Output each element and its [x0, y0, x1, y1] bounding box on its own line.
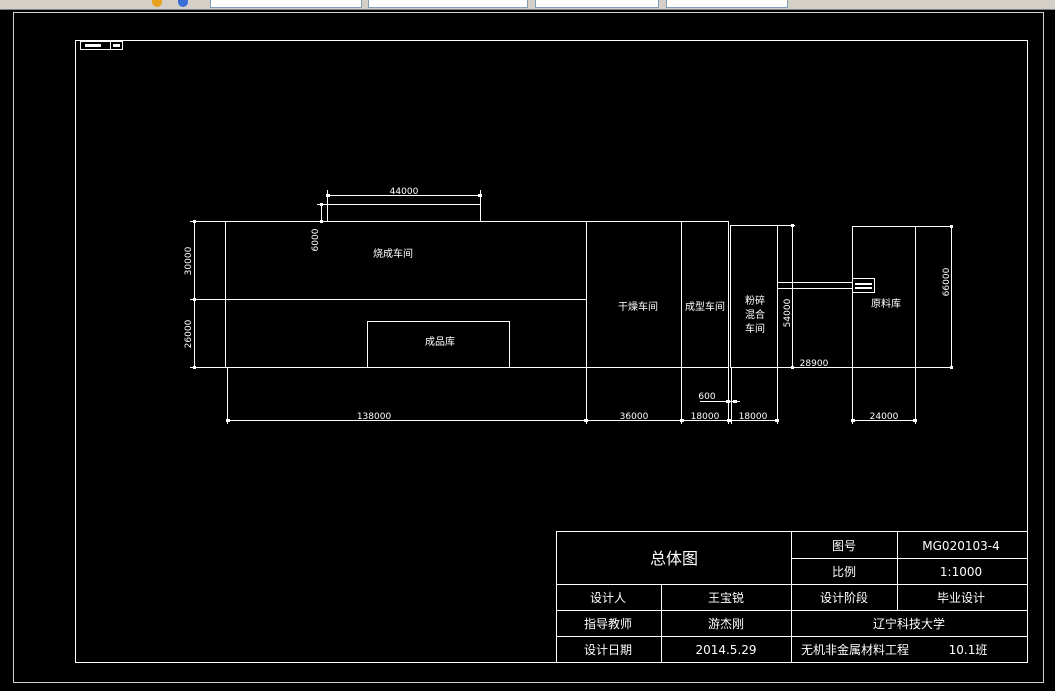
crushing-block: [730, 225, 778, 368]
scale-label: 比例: [832, 565, 856, 579]
tick-6: [226, 419, 230, 422]
major-value: 无机非金属材料工程: [801, 642, 909, 657]
tick-13: [791, 224, 794, 227]
tick-3: [193, 220, 196, 223]
tick-12: [913, 419, 917, 422]
stage-label: 设计阶段: [820, 590, 868, 605]
drawing-no-label: 图号: [832, 539, 856, 553]
advisor-label: 指导教师: [584, 616, 632, 631]
dim-text-drying: 36000: [620, 412, 649, 422]
lineweight-dropdown[interactable]: [535, 0, 659, 8]
dim-text-left-upper: 30000: [184, 246, 194, 275]
color-icon[interactable]: [178, 0, 188, 7]
stage-value: 毕业设计: [937, 591, 985, 605]
tick-7: [584, 419, 588, 422]
university-value: 辽宁科技大学: [873, 616, 945, 631]
scale-value: 1:1000: [940, 565, 982, 579]
tick-15: [950, 225, 953, 228]
tick-8: [680, 419, 684, 422]
drawing-no-value: MG020103-4: [922, 539, 999, 553]
tick-9: [727, 419, 731, 422]
belt-head-mark-1: [855, 283, 872, 285]
designer-label: 设计人: [590, 591, 626, 605]
main-block-outline: [225, 221, 729, 368]
dim-text-top-width: 44000: [390, 187, 419, 197]
tick-16: [950, 366, 953, 369]
sheet-tag-mark-2: [113, 44, 120, 47]
tick-19: [320, 203, 323, 206]
advisor-value: 游杰刚: [708, 617, 744, 631]
class-value: 10.1班: [949, 643, 988, 657]
top-protrusion: [327, 204, 481, 222]
dim-text-crushing: 18000: [739, 412, 768, 422]
tick-1: [326, 194, 330, 197]
tick-17: [726, 400, 730, 403]
label-sintering: 烧成车间: [373, 247, 413, 260]
date-label: 设计日期: [584, 643, 632, 657]
dim-text-raw-width: 24000: [870, 412, 899, 422]
tick-18: [733, 400, 737, 403]
title-text: 总体图: [650, 549, 698, 568]
dim-text-left-lower: 26000: [184, 319, 194, 348]
sheet-tag-mark-1: [85, 44, 101, 47]
dim-text-forming: 18000: [691, 412, 720, 422]
label-drying: 干燥车间: [618, 300, 658, 313]
layer-dropdown[interactable]: [210, 0, 362, 8]
label-finished: 成品库: [425, 335, 455, 348]
toolbar-strip: [0, 0, 1055, 10]
date-value: 2014.5.29: [695, 643, 756, 657]
finished-goods-box: [367, 321, 510, 368]
dim-text-gap: 600: [698, 392, 715, 402]
belt-head-mark-2: [855, 287, 872, 289]
dim-text-raw-height: 66000: [942, 267, 952, 296]
tick-20: [320, 220, 323, 223]
drawing-canvas[interactable]: [13, 12, 1044, 683]
dim-text-top-height: 6000: [311, 228, 321, 251]
label-forming: 成型车间: [685, 300, 725, 313]
linetype-dropdown[interactable]: [368, 0, 528, 8]
belt-head: [852, 278, 875, 293]
dim-text-crushing-height: 54000: [783, 298, 793, 327]
dim-text-connector: 28900: [800, 359, 829, 369]
label-crushing-1: 粉碎: [745, 294, 765, 307]
sheet-tag: [80, 41, 123, 50]
tick-11: [851, 419, 855, 422]
layer-icon[interactable]: [152, 0, 162, 7]
label-crushing-3: 车间: [745, 322, 765, 335]
dim-text-sinter: 138000: [357, 412, 392, 422]
tick-2: [478, 194, 482, 197]
tick-5: [193, 366, 196, 369]
title-block: [556, 531, 1028, 663]
label-crushing-2: 混合: [745, 308, 765, 321]
tick-4: [193, 298, 196, 301]
designer-value: 王宝锐: [708, 591, 744, 605]
label-raw: 原料库: [871, 297, 901, 310]
plotstyle-dropdown[interactable]: [666, 0, 788, 8]
raw-block: [852, 226, 916, 368]
tick-14: [791, 366, 794, 369]
sheet-border: [75, 40, 1028, 663]
tick-10: [775, 419, 779, 422]
